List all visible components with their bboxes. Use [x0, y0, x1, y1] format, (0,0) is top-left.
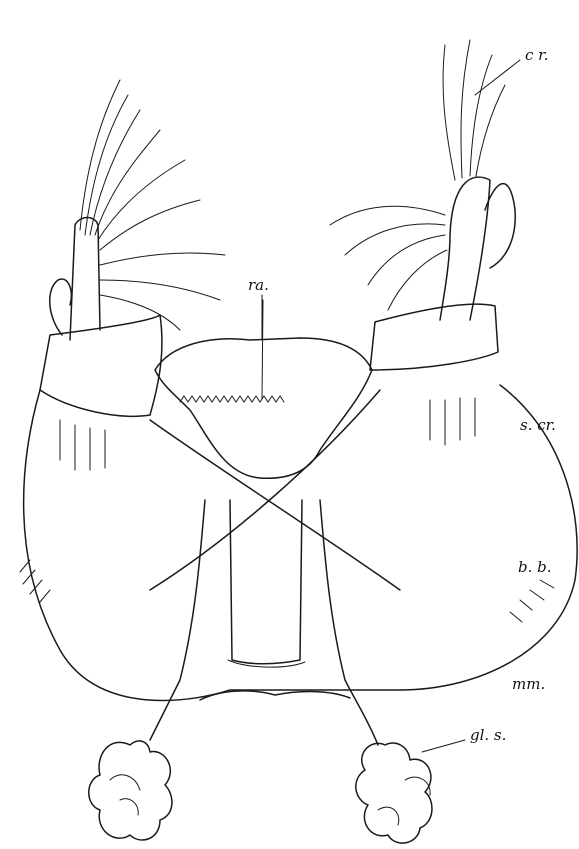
- label-mm: mm.: [512, 675, 545, 693]
- left-salivary-gland: [89, 741, 172, 840]
- hatching: [20, 398, 554, 622]
- left-lobe: [50, 279, 72, 335]
- label-scr: s. cr.: [520, 416, 556, 434]
- left-setae-fan: [80, 80, 225, 330]
- right-salivary-duct: [320, 500, 378, 745]
- label-bb: b. b.: [518, 558, 552, 576]
- radula-teeth: [180, 396, 284, 402]
- left-salivary-duct: [150, 500, 205, 740]
- radula-plate: [155, 338, 372, 478]
- right-crown-stalk: [440, 177, 490, 320]
- label-ra: ra.: [248, 276, 269, 294]
- leader-line-gls: [422, 740, 465, 752]
- label-gls: gl. s.: [470, 726, 506, 744]
- left-crown-stalk: [70, 218, 100, 341]
- lower-sac: [200, 691, 350, 700]
- right-salivary-gland: [356, 743, 432, 843]
- leader-line-cr: [475, 60, 520, 95]
- label-cr: c r.: [525, 46, 548, 64]
- right-crossing-band: [150, 390, 380, 590]
- right-crown-plate: [370, 304, 498, 370]
